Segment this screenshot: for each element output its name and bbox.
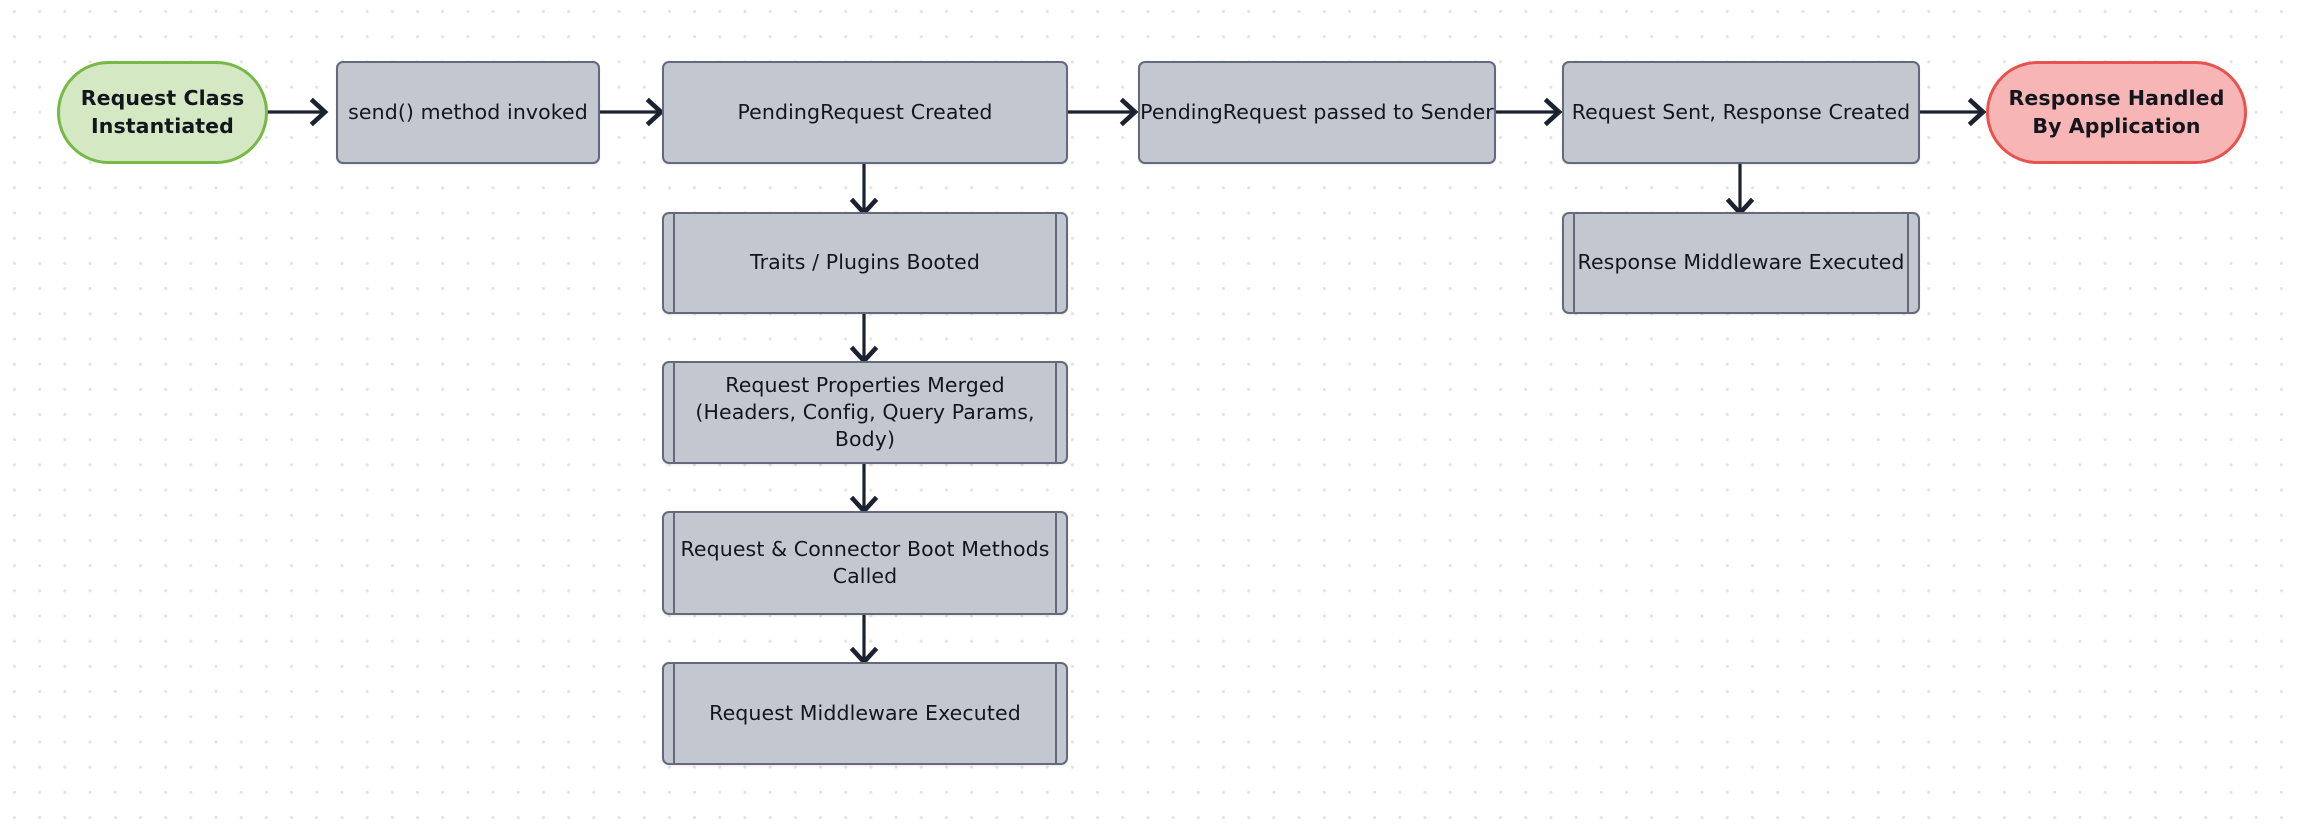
node-request-properties-merged[interactable]: Request Properties Merged (Headers, Conf…	[662, 361, 1068, 464]
node-label: Request Middleware Executed	[709, 700, 1021, 725]
node-label: Response Handled By Application	[2008, 86, 2225, 138]
node-response-handled-by-application[interactable]: Response Handled By Application	[1986, 61, 2247, 164]
edge-bootmethods-to-requestmiddleware	[849, 615, 879, 666]
edge-start-to-send	[268, 97, 329, 127]
node-send-method-invoked[interactable]: send() method invoked	[336, 61, 600, 164]
edge-sender-to-requestsent	[1496, 97, 1563, 127]
edge-requestsent-to-end	[1920, 97, 1987, 127]
node-request-sent-response-created[interactable]: Request Sent, Response Created	[1562, 61, 1920, 164]
node-request-class-instantiated[interactable]: Request Class Instantiated	[57, 61, 268, 164]
edge-requestsent-to-responsemiddleware	[1725, 164, 1755, 217]
node-pendingrequest-created[interactable]: PendingRequest Created	[662, 61, 1068, 164]
edge-send-to-pendingrequest	[600, 97, 665, 127]
node-label: Request & Connector Boot Methods Called	[680, 536, 1050, 588]
node-label: Request Properties Merged (Headers, Conf…	[695, 372, 1035, 452]
node-traits-plugins-booted[interactable]: Traits / Plugins Booted	[662, 212, 1068, 314]
node-label: PendingRequest Created	[737, 99, 993, 124]
node-request-middleware-executed[interactable]: Request Middleware Executed	[662, 662, 1068, 765]
node-label: PendingRequest passed to Sender	[1140, 99, 1494, 124]
edge-traits-to-props	[849, 314, 879, 365]
node-request-connector-boot-methods-called[interactable]: Request & Connector Boot Methods Called	[662, 511, 1068, 615]
node-response-middleware-executed[interactable]: Response Middleware Executed	[1562, 212, 1920, 314]
edge-pendingrequest-to-sender	[1068, 97, 1139, 127]
edge-props-to-bootmethods	[849, 464, 879, 515]
node-label: Request Class Instantiated	[80, 86, 245, 138]
edge-pendingrequest-to-traits	[849, 164, 879, 217]
node-label: Response Middleware Executed	[1577, 250, 1905, 275]
node-label: send() method invoked	[348, 99, 588, 124]
node-label: Request Sent, Response Created	[1571, 99, 1911, 124]
node-pendingrequest-passed-to-sender[interactable]: PendingRequest passed to Sender	[1138, 61, 1496, 164]
node-label: Traits / Plugins Booted	[750, 250, 980, 275]
